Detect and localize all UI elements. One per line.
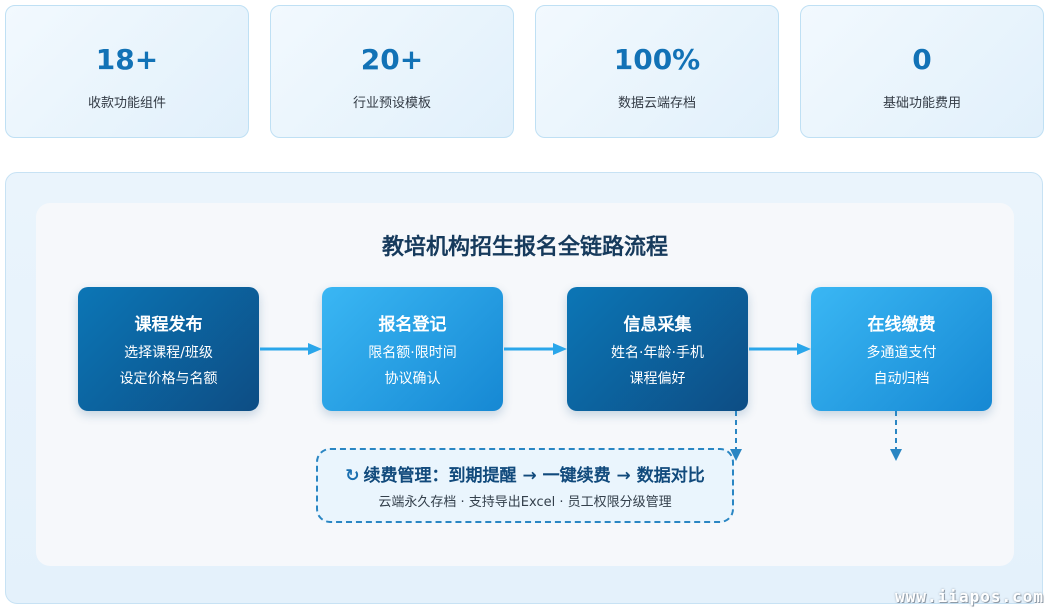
arrow-down-dashed-icon: [890, 411, 902, 461]
step-online-payment: 在线缴费 多通道支付 自动归档: [811, 287, 992, 411]
renewal-management-box: ↻续费管理：到期提醒 → 一键续费 → 数据对比 云端永久存档 · 支持导出Ex…: [316, 448, 734, 523]
step-registration: 报名登记 限名额·限时间 协议确认: [322, 287, 503, 411]
step-course-publish: 课程发布 选择课程/班级 设定价格与名额: [78, 287, 259, 411]
step-detail: 选择课程/班级: [124, 345, 213, 361]
step-detail: 设定价格与名额: [119, 371, 218, 387]
step-title: 信息采集: [623, 315, 692, 335]
stat-label: 收款功能组件: [87, 96, 166, 111]
stat-label: 行业预设模板: [352, 96, 431, 111]
renewal-subline: 云端永久存档 · 支持导出Excel · 员工权限分级管理: [378, 495, 672, 510]
step-info-collection: 信息采集 姓名·年龄·手机 课程偏好: [567, 287, 748, 411]
step-detail: 协议确认: [384, 371, 441, 387]
renewal-headline-text: 续费管理：到期提醒 → 一键续费 → 数据对比: [363, 466, 705, 486]
step-title: 报名登记: [378, 315, 447, 335]
step-detail: 限名额·限时间: [368, 345, 457, 361]
arrow-right-icon: [260, 343, 322, 355]
step-title: 在线缴费: [867, 315, 936, 335]
stats-row: 18+ 收款功能组件 20+ 行业预设模板 100% 数据云端存档 0 基础功能…: [5, 5, 1045, 140]
flow-inner: 教培机构招生报名全链路流程 课程发布 选择课程/班级 设定价格与名额 报名登记 …: [36, 203, 1014, 566]
flow-panel: 教培机构招生报名全链路流程 课程发布 选择课程/班级 设定价格与名额 报名登记 …: [5, 172, 1043, 604]
flow-title: 教培机构招生报名全链路流程: [381, 235, 668, 260]
step-detail: 多通道支付: [866, 345, 937, 361]
stat-label: 数据云端存档: [617, 96, 696, 111]
renewal-headline: ↻续费管理：到期提醒 → 一键续费 → 数据对比: [318, 464, 732, 488]
step-detail: 姓名·年龄·手机: [611, 345, 704, 361]
stat-value: 18+: [95, 43, 159, 76]
stat-value: 100%: [613, 43, 701, 76]
stat-card-basic-fee: 0 基础功能费用: [800, 5, 1044, 138]
step-title: 课程发布: [134, 315, 203, 335]
stat-card-cloud-archive: 100% 数据云端存档: [535, 5, 779, 138]
step-detail: 课程偏好: [629, 371, 686, 387]
step-detail: 自动归档: [873, 371, 930, 387]
arrow-down-dashed-icon: [730, 411, 742, 461]
stat-label: 基础功能费用: [882, 96, 961, 111]
arrow-right-icon: [504, 343, 567, 355]
stat-value: 0: [912, 43, 932, 76]
stat-card-components: 18+ 收款功能组件: [5, 5, 249, 138]
stat-card-templates: 20+ 行业预设模板: [270, 5, 514, 138]
stat-value: 20+: [360, 43, 424, 76]
refresh-icon: ↻: [345, 466, 360, 486]
watermark: www.iiapos.com: [895, 587, 1044, 606]
arrow-right-icon: [749, 343, 811, 355]
